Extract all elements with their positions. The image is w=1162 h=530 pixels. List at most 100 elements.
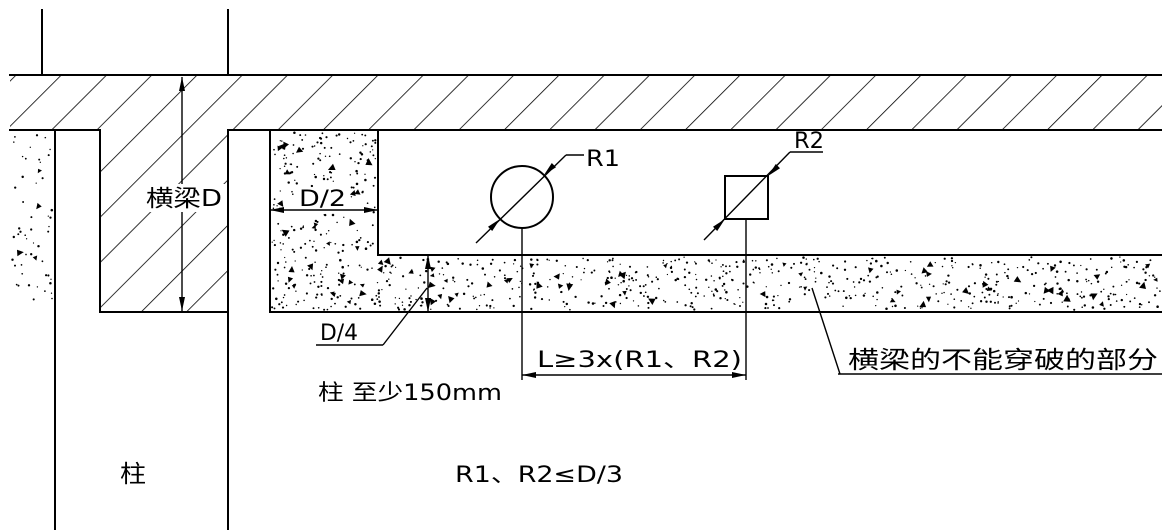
concrete-speck <box>826 292 830 295</box>
concrete-speck <box>713 279 715 282</box>
concrete-speck <box>742 259 745 262</box>
concrete-speck <box>767 307 769 309</box>
concrete-aggregate <box>926 271 932 277</box>
concrete-speck <box>953 306 956 309</box>
concrete-speck <box>32 298 35 301</box>
concrete-speck <box>276 273 279 276</box>
concrete-speck <box>349 174 352 176</box>
concrete-speck <box>753 282 755 284</box>
concrete-speck <box>935 293 937 295</box>
concrete-speck <box>316 141 319 144</box>
concrete-speck <box>691 306 694 309</box>
concrete-speck <box>351 243 353 246</box>
concrete-speck <box>1148 301 1150 304</box>
concrete-speck <box>728 265 731 267</box>
concrete-speck <box>1115 300 1118 302</box>
concrete-speck <box>315 296 318 299</box>
concrete-speck <box>391 264 394 267</box>
concrete-speck <box>323 175 325 177</box>
concrete-speck <box>318 136 322 140</box>
concrete-speck <box>343 216 345 218</box>
concrete-speck <box>647 301 650 305</box>
concrete-speck <box>866 259 868 262</box>
concrete-speck <box>410 295 412 297</box>
concrete-speck <box>493 276 496 278</box>
concrete-speck <box>280 301 283 304</box>
concrete-speck <box>1110 266 1113 269</box>
concrete-speck <box>29 146 31 148</box>
concrete-speck <box>614 301 617 303</box>
concrete-speck <box>875 259 878 263</box>
concrete-speck <box>802 256 805 259</box>
concrete-speck <box>844 260 847 263</box>
concrete-speck <box>394 303 396 305</box>
concrete-speck <box>1107 295 1110 298</box>
concrete-speck <box>1024 291 1028 295</box>
concrete-speck <box>536 259 539 262</box>
concrete-speck <box>366 202 369 205</box>
concrete-speck <box>981 291 984 294</box>
concrete-speck <box>582 257 584 260</box>
concrete-speck <box>372 149 374 151</box>
concrete-aggregate <box>429 298 436 306</box>
concrete-aggregate <box>1139 281 1146 289</box>
concrete-speck <box>401 301 404 303</box>
concrete-speck <box>885 271 889 274</box>
concrete-speck <box>473 297 476 300</box>
concrete-speck <box>716 290 719 293</box>
concrete-speck <box>347 264 350 267</box>
concrete-aggregate <box>803 286 808 291</box>
concrete-speck <box>852 281 855 283</box>
concrete-speck <box>32 242 35 244</box>
concrete-speck <box>808 289 811 292</box>
concrete-speck <box>1006 274 1009 278</box>
concrete-speck <box>336 296 339 299</box>
concrete-speck <box>590 271 593 274</box>
concrete-speck <box>1072 264 1075 267</box>
concrete-speck <box>858 281 861 284</box>
concrete-speck <box>338 272 340 274</box>
concrete-speck <box>694 295 697 298</box>
concrete-speck <box>591 302 595 305</box>
concrete-speck <box>1055 270 1059 273</box>
concrete-speck <box>321 132 324 135</box>
concrete-speck <box>291 248 294 251</box>
concrete-speck <box>564 265 567 267</box>
concrete-speck <box>880 264 883 268</box>
concrete-aggregate <box>296 146 304 153</box>
concrete-speck <box>374 141 377 144</box>
concrete-speck <box>722 270 725 273</box>
concrete-speck <box>272 207 275 210</box>
concrete-speck <box>805 263 808 266</box>
concrete-speck <box>1086 280 1088 283</box>
concrete-aggregate <box>798 272 804 277</box>
concrete-speck <box>1076 293 1079 296</box>
concrete-speck <box>14 264 16 267</box>
concrete-speck <box>1120 261 1122 263</box>
concrete-speck <box>509 297 511 300</box>
concrete-speck <box>714 288 718 291</box>
concrete-speck <box>662 262 664 264</box>
concrete-speck <box>409 300 412 303</box>
concrete-speck <box>777 270 780 273</box>
concrete-speck <box>513 258 517 262</box>
concrete-aggregate <box>331 292 336 297</box>
concrete-speck <box>334 302 336 305</box>
concrete-speck <box>287 181 290 184</box>
concrete-speck <box>1030 256 1033 259</box>
concrete-speck <box>816 257 819 260</box>
concrete-speck <box>1008 307 1011 310</box>
concrete-speck <box>1038 303 1041 306</box>
concrete-speck <box>470 282 474 285</box>
concrete-speck <box>320 284 323 288</box>
concrete-speck <box>625 296 628 300</box>
concrete-speck <box>14 136 16 138</box>
concrete-speck <box>726 298 729 302</box>
concrete-speck <box>295 303 297 306</box>
concrete-speck <box>379 304 382 307</box>
concrete-speck <box>1125 280 1128 283</box>
concrete-aggregate <box>346 300 351 305</box>
concrete-speck <box>703 295 705 297</box>
concrete-speck <box>50 208 54 212</box>
concrete-speck <box>446 303 449 306</box>
